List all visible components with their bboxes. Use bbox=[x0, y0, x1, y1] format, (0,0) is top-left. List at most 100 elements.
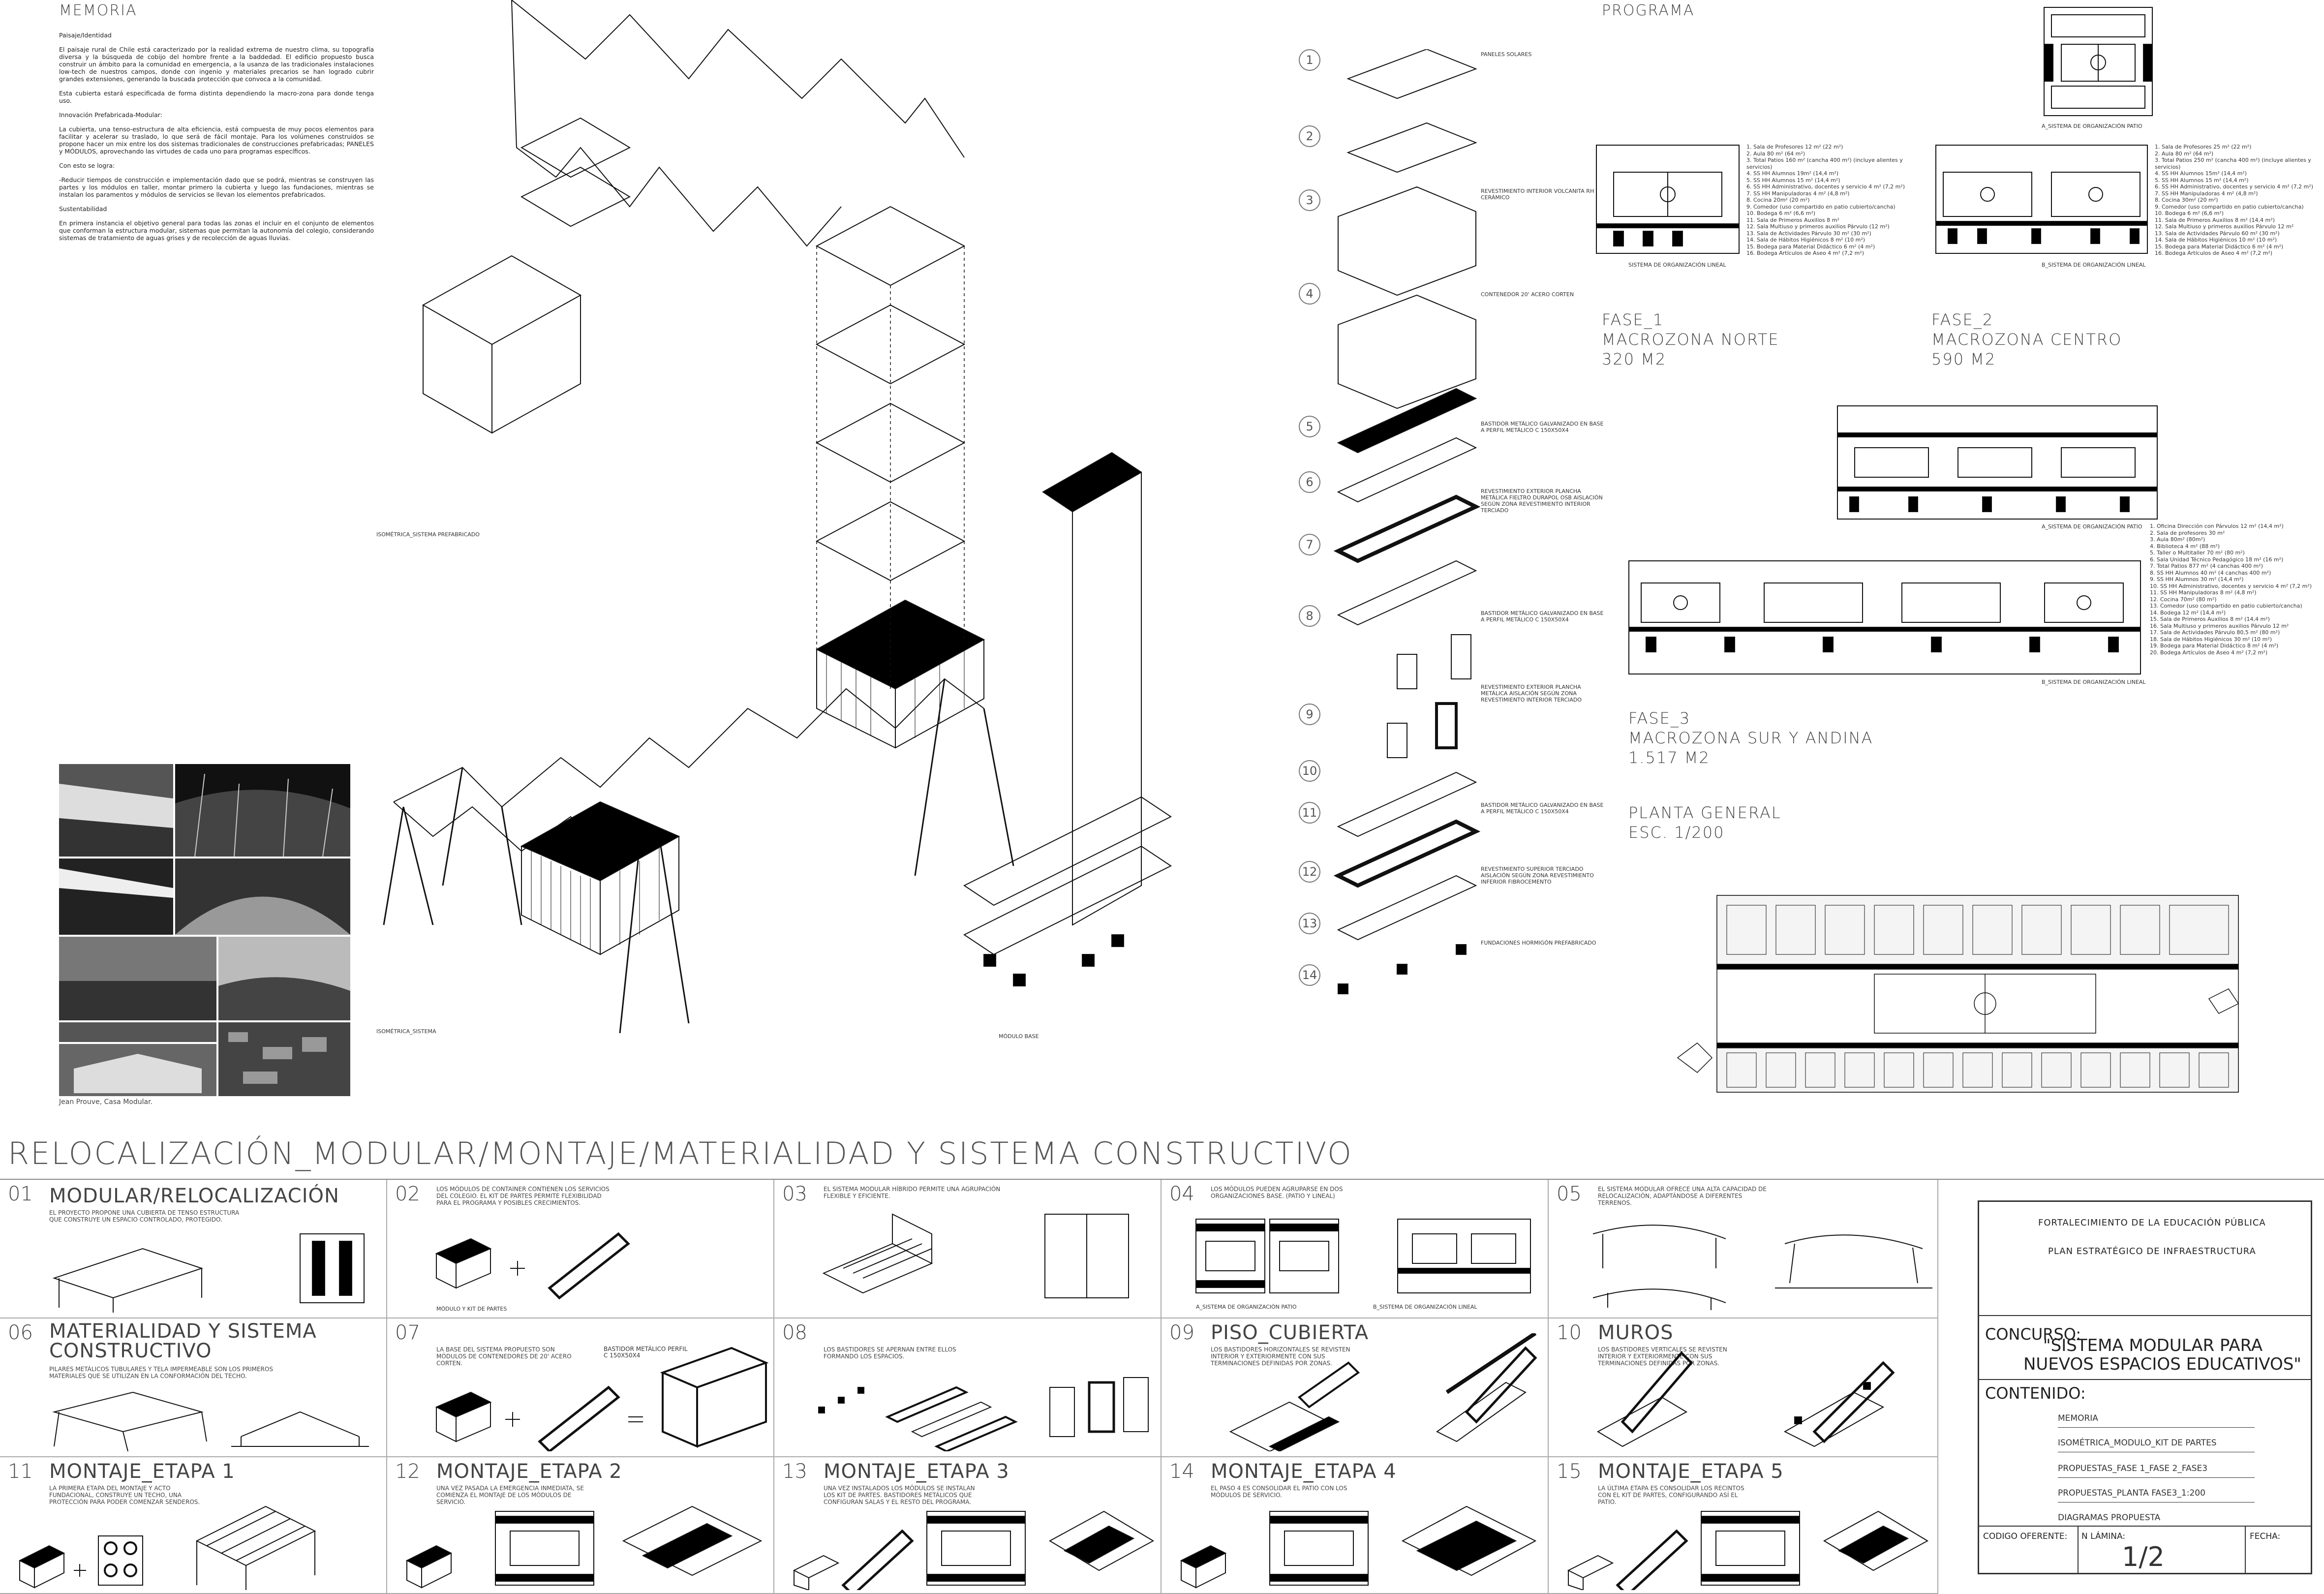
list-item: 13. Sala de Actividades Párvulo 30 m² (3… bbox=[1746, 230, 1871, 237]
cell-drawing bbox=[818, 1377, 1149, 1451]
cell-drawing bbox=[1229, 1333, 1537, 1451]
list-item: 2. Aula 80 m² (64 m²) bbox=[1746, 150, 1805, 157]
cell-desc: LOS MÓDULOS PUEDEN AGRUPARSE EN DOS ORGA… bbox=[1211, 1186, 1343, 1199]
cell-desc: EL PASO 4 ES CONSOLIDAR EL PATIO CON LOS… bbox=[1211, 1485, 1347, 1499]
plan-fase3-patio bbox=[1837, 405, 2158, 520]
cell-12: 12 MONTAJE_ETAPA 2 UNA VEZ PASADA LA EME… bbox=[387, 1457, 774, 1594]
list-item: 14. Bodega 12 m² (14,4 m²) bbox=[2150, 609, 2226, 616]
part-label: BASTIDOR METÁLICO GALVANIZADO EN BASE A … bbox=[1481, 610, 1604, 623]
cell-desc: EL SISTEMA MODULAR OFRECE UNA ALTA CAPAC… bbox=[1598, 1186, 1767, 1206]
memoria-p2: Esta cubierta estará especificada de for… bbox=[59, 90, 374, 104]
part-number: 14 bbox=[1299, 964, 1320, 986]
tb-fecha: FECHA: bbox=[2250, 1532, 2281, 1541]
cell-drawing bbox=[435, 1232, 630, 1300]
cell-desc: LOS BASTIDORES SE APERNAN ENTRE ELLOS FO… bbox=[824, 1346, 956, 1360]
list-item: 1. Sala de Profesores 12 m² (22 m²) bbox=[1746, 144, 1843, 150]
cell-05: 05 EL SISTEMA MODULAR OFRECE UNA ALTA CA… bbox=[1549, 1180, 1938, 1318]
fase3-t2: MACROZONA SUR Y ANDINA bbox=[1628, 729, 1873, 747]
tb-concurso-label: CONCURSO: bbox=[1985, 1325, 2081, 1344]
planta-t2: ESC. 1/200 bbox=[1628, 823, 1725, 842]
part-number: 8 bbox=[1299, 605, 1320, 627]
list-item: 5. Taller o Multitaller 70 m² (80 m²) bbox=[2150, 550, 2245, 556]
part-number: 1 bbox=[1299, 49, 1320, 71]
part-number: 2 bbox=[1299, 125, 1320, 147]
cell-15: 15 MONTAJE_ETAPA 5 LA ÚLTIMA ETAPA ES CO… bbox=[1549, 1457, 1938, 1594]
fase3-title: FASE_3 MACROZONA SUR Y ANDINA 1.517 M2 bbox=[1628, 708, 1873, 767]
tb-contenido-list: MEMORIA ISOMÉTRICA_MODULO_KIT DE PARTES … bbox=[2058, 1404, 2264, 1523]
iso-label-modulo-base: MÓDULO BASE bbox=[999, 1033, 1039, 1040]
part-label: REVESTIMIENTO SUPERIOR TERCIADO AISLACIÓ… bbox=[1481, 866, 1594, 885]
list-item: 16. Bodega Artículos de Aseo 4 m² (7,2 m… bbox=[2155, 250, 2272, 256]
org-patio-label: A_SISTEMA DE ORGANIZACIÓN PATIO bbox=[2042, 123, 2142, 129]
main-title: RELOCALIZACIÓN_MODULAR/MONTAJE/MATERIALI… bbox=[8, 1135, 1353, 1171]
org-patio-label-f3: A_SISTEMA DE ORGANIZACIÓN PATIO bbox=[2042, 523, 2142, 530]
programa-heading: PROGRAMA bbox=[1602, 2, 1695, 19]
cell-desc: EL SISTEMA MODULAR HÍBRIDO PERMITE UNA A… bbox=[824, 1186, 1001, 1199]
part-number: 4 bbox=[1299, 283, 1320, 305]
memoria-p3: La cubierta, una tenso-estructura de alt… bbox=[59, 125, 374, 155]
cell-03: 03 EL SISTEMA MODULAR HÍBRIDO PERMITE UN… bbox=[774, 1180, 1162, 1318]
planta-title: PLANTA GENERAL ESC. 1/200 bbox=[1628, 803, 1781, 842]
cell-number: 14 bbox=[1169, 1460, 1194, 1483]
fase3-t1: FASE_3 bbox=[1628, 709, 1691, 728]
title-block: FORTALECIMIENTO DE LA EDUCACIÓN PÚBLICA … bbox=[1978, 1200, 2312, 1574]
fase2-t3: 590 M2 bbox=[1931, 350, 1996, 368]
cell-title: MONTAJE_ETAPA 3 bbox=[824, 1460, 1009, 1483]
cell-08: 08 LOS BASTIDORES SE APERNAN ENTRE ELLOS… bbox=[774, 1318, 1162, 1457]
part-label: REVESTIMIENTO INTERIOR VOLCANITA RH CERÁ… bbox=[1481, 188, 1594, 201]
cell-number: 09 bbox=[1169, 1321, 1194, 1344]
cell-drawing bbox=[1180, 1505, 1537, 1589]
list-item: 4. SS HH Alumnos 15m² (14,4 m²) bbox=[2155, 170, 2247, 177]
cell-desc: LA PRIMERA ETAPA DEL MONTAJE Y ACTO FUND… bbox=[49, 1485, 200, 1505]
plan-fase1 bbox=[1596, 145, 1740, 254]
cell-sub: MÓDULO Y KIT DE PARTES bbox=[436, 1306, 507, 1312]
part-number: 6 bbox=[1299, 471, 1320, 493]
list-item: 1. Oficina Dirección con Párvulos 12 m² … bbox=[2150, 523, 2284, 529]
list-fase1: 1. Sala de Profesores 12 m² (22 m²)2. Au… bbox=[1746, 144, 1928, 257]
fase1-title: FASE_1 MACROZONA NORTE 320 M2 bbox=[1602, 310, 1779, 369]
cell-desc: PILARES METÁLICOS TUBULARES Y TELA IMPER… bbox=[49, 1366, 273, 1379]
cell-number: 05 bbox=[1557, 1183, 1582, 1205]
cell-number: 11 bbox=[8, 1460, 33, 1483]
org-lineal-label-f1: SISTEMA DE ORGANIZACIÓN LINEAL bbox=[1628, 262, 1726, 268]
cell-title: MODULAR/RELOCALIZACIÓN bbox=[49, 1185, 339, 1207]
list-item: 14. Sala de Hábitos Higiénicos 10 m² (10… bbox=[2155, 237, 2277, 243]
cell-number: 03 bbox=[782, 1183, 807, 1205]
list-item: 20. Bodega Artículos de Aseo 4 m² (7,2 m… bbox=[2150, 649, 2267, 656]
list-item: 10. Bodega 6 m² (6,6 m²) bbox=[1746, 210, 1816, 216]
list-item: 19. Bodega para Material Didáctico 8 m² … bbox=[2150, 643, 2279, 649]
memoria-heading: MEMORIA bbox=[59, 2, 137, 19]
cell-number: 08 bbox=[782, 1321, 807, 1344]
list-item: 3. Total Patios 160 m² (cancha 400 m²) (… bbox=[1746, 157, 1903, 170]
tb-lamina: 1/2 bbox=[2122, 1541, 2165, 1572]
planta-t1: PLANTA GENERAL bbox=[1628, 803, 1781, 822]
title-underline bbox=[0, 1179, 2324, 1180]
list-item: 11. Sala de Primeros Auxilios 8 m² (14,4… bbox=[2155, 216, 2275, 223]
part-number: 13 bbox=[1299, 913, 1320, 934]
list-item: 5. SS HH Alumnos 15 m² (14,4 m²) bbox=[2155, 177, 2249, 184]
cell-02: 02 LOS MÓDULOS DE CONTAINER CONTIENEN LO… bbox=[387, 1180, 774, 1318]
memoria-p4: -Reducir tiempos de construcción e imple… bbox=[59, 176, 374, 198]
part-number: 9 bbox=[1299, 704, 1320, 725]
list-item: 10. Bodega 6 m² (6,6 m²) bbox=[2155, 210, 2224, 216]
memoria-p5: En primera instancia el objetivo general… bbox=[59, 219, 374, 242]
list-item: 15. Bodega para Material Didáctico 6 m² … bbox=[2155, 243, 2284, 250]
part-number: 11 bbox=[1299, 802, 1320, 824]
cell-sub: B_SISTEMA DE ORGANIZACIÓN LINEAL bbox=[1373, 1304, 1477, 1310]
iso-label-prefab: ISOMÉTRICA_SISTEMA PREFABRICADO bbox=[376, 531, 480, 538]
tb-item-rule bbox=[2058, 1477, 2255, 1478]
part-label: CONTENEDOR 20' ACERO CORTEN bbox=[1481, 291, 1574, 298]
photo-poles bbox=[175, 764, 350, 857]
fase3-t3: 1.517 M2 bbox=[1628, 748, 1710, 767]
tb-divider bbox=[1979, 1379, 2311, 1380]
part-number: 10 bbox=[1299, 760, 1320, 782]
cell-10: 10 MUROS LOS BASTIDORES VERTICALES SE RE… bbox=[1549, 1318, 1938, 1457]
list-item: 4. SS HH Alumnos 19m² (14,4 m²) bbox=[1746, 170, 1839, 177]
isometric-drawing bbox=[383, 0, 1172, 1034]
list-item: 7. SS HH Manipuladoras 4 m² (4,8 m²) bbox=[2155, 190, 2258, 197]
fase2-t1: FASE_2 bbox=[1931, 310, 1994, 329]
cell-06: 06 MATERIALIDAD Y SISTEMA CONSTRUCTIVO P… bbox=[0, 1318, 387, 1457]
tb-header: FORTALECIMIENTO DE LA EDUCACIÓN PÚBLICA … bbox=[1979, 1202, 2311, 1316]
tb-codigo: CODIGO OFERENTE: bbox=[1983, 1532, 2068, 1541]
tb-divider bbox=[1979, 1526, 2311, 1527]
